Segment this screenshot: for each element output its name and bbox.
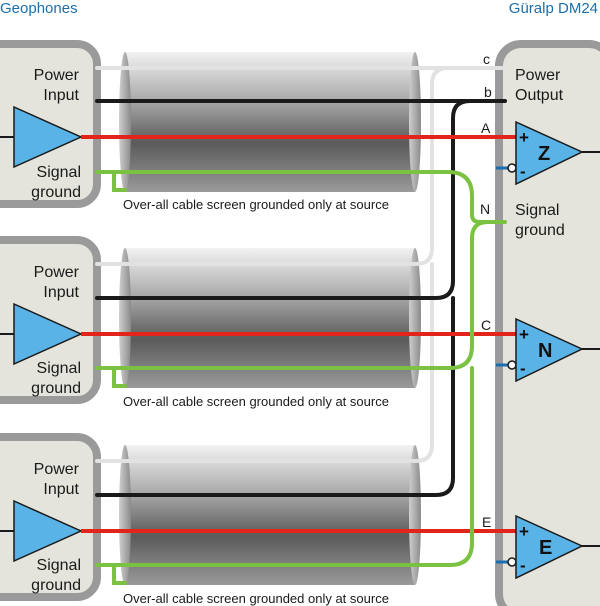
plus-sign: + <box>519 522 529 541</box>
black-wires <box>95 99 507 497</box>
channel-n-amplifier: + - N <box>496 317 600 383</box>
power-output-label-2: Output <box>515 87 564 104</box>
cable-screen <box>125 445 415 585</box>
green-wire-1 <box>95 170 507 224</box>
input-terminal <box>507 360 517 370</box>
power-input-label-2: Input <box>43 284 79 301</box>
channel-n-label: N <box>538 340 552 362</box>
screen-ground-tap-3 <box>112 563 127 585</box>
signal-ground-label-1: Signal <box>37 557 81 574</box>
power-input-label-2: Input <box>43 87 79 104</box>
wire-label-c: c <box>483 51 490 67</box>
white-wires <box>95 66 507 463</box>
input-terminal <box>507 557 517 567</box>
geophone-amplifier-icon <box>13 105 83 169</box>
power-input-label-1: Power <box>34 264 80 281</box>
geophone-amplifier-icon <box>13 499 83 563</box>
cable-caption: Over-all cable screen grounded only at s… <box>123 394 389 409</box>
cable-2 <box>119 248 421 388</box>
input-terminal <box>507 163 517 173</box>
geophone-box-1: Power Input Signal ground <box>0 40 101 208</box>
geophone-amplifier-icon <box>13 302 83 366</box>
cable-end-cap <box>409 248 421 388</box>
digitizer-signal-ground-label-1: Signal <box>515 202 559 219</box>
cable-caption: Over-all cable screen grounded only at s… <box>123 591 389 606</box>
cable-caption: Over-all cable screen grounded only at s… <box>123 197 389 212</box>
geophone-box-2: Power Input Signal ground <box>0 236 101 404</box>
green-wires <box>95 170 507 585</box>
cable-3 <box>119 445 421 585</box>
channel-z-amplifier: + - Z <box>496 120 600 186</box>
black-wire-2 <box>95 99 472 300</box>
red-wires <box>81 135 516 533</box>
power-input-label-1: Power <box>34 461 80 478</box>
white-wire-3 <box>95 262 434 463</box>
power-output-label-1: Power <box>515 67 561 84</box>
plus-sign: + <box>519 325 529 344</box>
wire-label-e: E <box>482 514 491 530</box>
green-wire-2 <box>95 220 490 370</box>
cable-end-cap <box>119 248 131 388</box>
amplifier-n-icon <box>515 317 584 383</box>
wire-label-a: A <box>481 120 491 136</box>
cable-1 <box>119 52 421 192</box>
digitizer-title: Güralp DM24 <box>509 0 598 17</box>
cable-end-cap <box>409 445 421 585</box>
wire-label-n: N <box>480 201 490 217</box>
signal-ground-label-2: ground <box>31 184 81 201</box>
cable-screen <box>125 248 415 388</box>
geophone-box-3: Power Input Signal ground <box>0 433 101 601</box>
channel-e-label: E <box>539 537 552 559</box>
signal-ground-label-2: ground <box>31 577 81 594</box>
digitizer-signal-ground-label-2: ground <box>515 222 565 239</box>
cable-end-cap <box>409 52 421 192</box>
screen-ground-tap-2 <box>112 366 127 388</box>
amplifier-z-icon <box>515 120 584 186</box>
green-wire-3 <box>95 366 474 567</box>
minus-sign: - <box>520 359 526 378</box>
power-input-label-1: Power <box>34 67 80 84</box>
wire-label-c-upper: C <box>481 317 491 333</box>
white-wire-2 <box>95 66 507 266</box>
signal-ground-label-1: Signal <box>37 360 81 377</box>
black-wire-3 <box>95 296 455 497</box>
channel-z-label: Z <box>538 143 550 165</box>
digitizer-box <box>495 40 600 606</box>
power-input-label-2: Input <box>43 481 79 498</box>
geophones-title: Geophones <box>0 0 78 17</box>
channel-e-amplifier: + - E <box>496 514 600 580</box>
minus-sign: - <box>520 162 526 181</box>
minus-sign: - <box>520 556 526 575</box>
signal-ground-label-2: ground <box>31 380 81 397</box>
plus-sign: + <box>519 128 529 147</box>
screen-ground-tap-1 <box>112 170 127 192</box>
cable-end-cap <box>119 445 131 585</box>
cable-screen <box>125 52 415 192</box>
amplifier-e-icon <box>515 514 584 580</box>
signal-ground-label-1: Signal <box>37 164 81 181</box>
wire-label-b: b <box>484 84 492 100</box>
cable-end-cap <box>119 52 131 192</box>
